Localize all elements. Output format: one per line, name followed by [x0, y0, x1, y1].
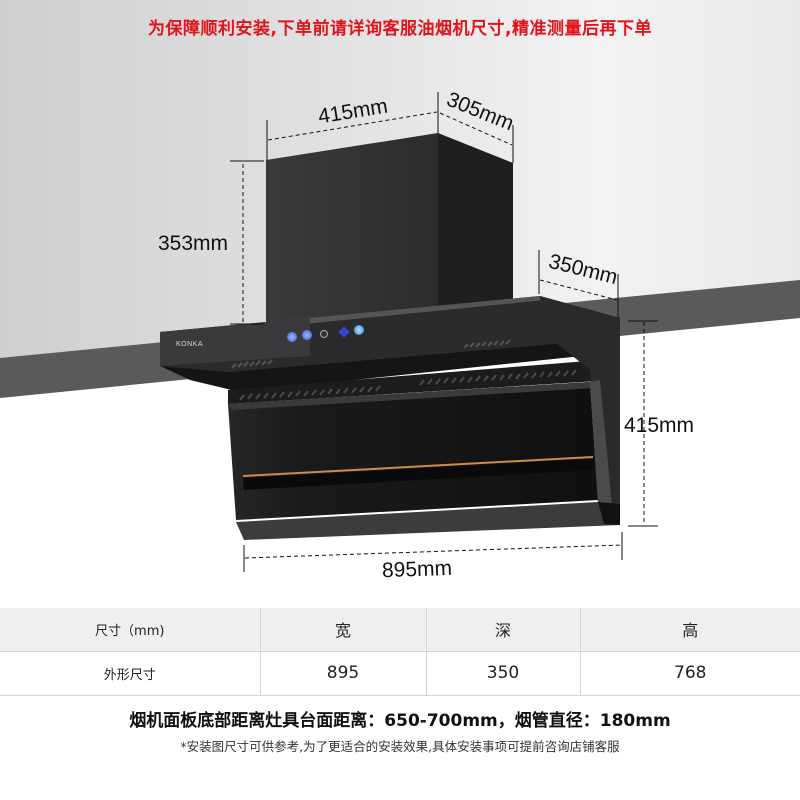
smart-button-icon: [354, 325, 364, 335]
range-hood-drawing: [160, 92, 658, 572]
disclaimer-note: *安装图尺寸可供参考,为了更适合的安装效果,具体安装事项可提前咨询店铺客服: [180, 739, 620, 754]
chimney-front: [266, 133, 438, 326]
light-button-icon: [302, 330, 312, 340]
fan-button-icon: [320, 330, 328, 338]
header-depth: 深: [425, 608, 581, 652]
body-height-label: 415mm: [624, 414, 695, 437]
chimney-side: [438, 133, 513, 316]
header-width: 宽: [259, 608, 427, 652]
copper-accent-strip: [242, 456, 594, 477]
install-warning-banner: 为保障顺利安装,下单前请详询客服油烟机尺寸,精准测量后再下单: [148, 19, 652, 39]
spec-table: 尺寸（mm) 宽 深 高 外形尺寸 895 350 768: [0, 608, 800, 696]
table-header-row: 尺寸（mm) 宽 深 高: [0, 608, 800, 652]
body-width-label: 895mm: [381, 556, 453, 583]
cell-depth: 350: [425, 650, 581, 696]
brand-logo: KONKA: [176, 341, 204, 348]
header-size-unit: 尺寸（mm): [0, 608, 261, 652]
table-row: 外形尺寸 895 350 768: [0, 650, 800, 696]
header-height: 高: [579, 608, 800, 652]
install-distance-note: 烟机面板底部距离灶具台面距离：650-700mm，烟管直径：180mm: [129, 711, 671, 731]
power-button-icon: [287, 332, 297, 342]
cell-width: 895: [259, 650, 427, 696]
product-illustration: KONKA 415mm 305mm 353mm 350mm 415mm 895m…: [0, 0, 800, 600]
chimney-height-label: 353mm: [158, 232, 229, 255]
row-label: 外形尺寸: [0, 650, 261, 696]
cell-height: 768: [579, 650, 800, 696]
